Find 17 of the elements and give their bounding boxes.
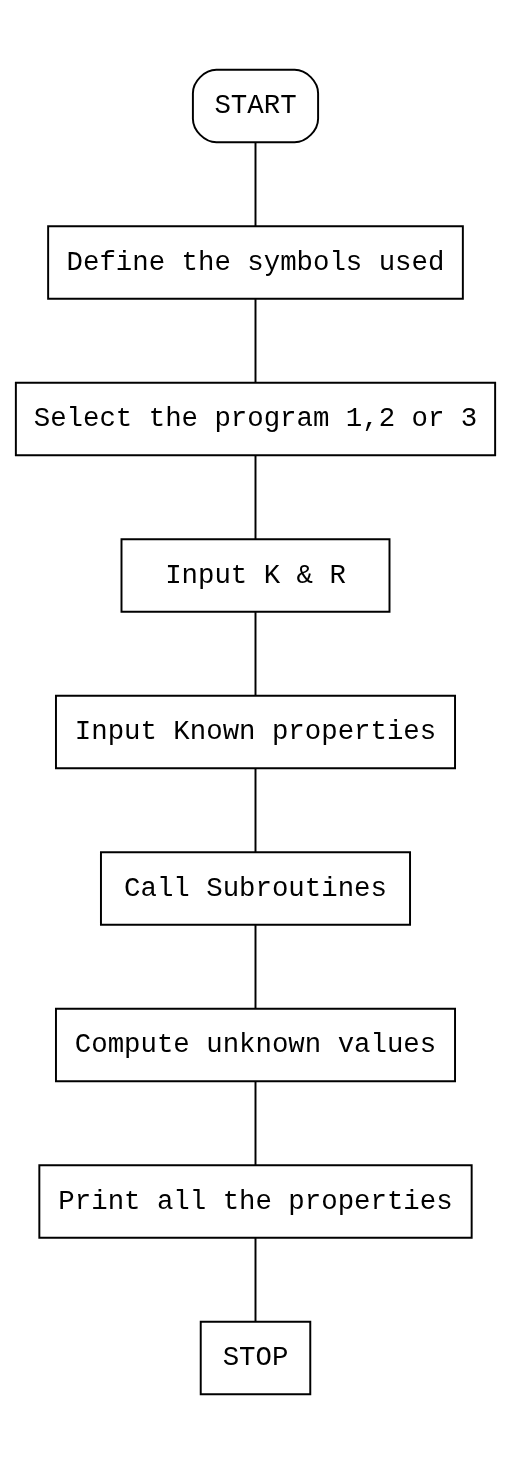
connector bbox=[254, 611, 257, 697]
node-box: Input Known properties bbox=[55, 694, 456, 770]
connector bbox=[254, 454, 257, 541]
node-box: Call Subroutines bbox=[99, 851, 412, 926]
connector bbox=[254, 1237, 257, 1323]
connector bbox=[254, 141, 257, 228]
node-box: STOP bbox=[199, 1320, 312, 1396]
node-box: START bbox=[191, 68, 320, 144]
node-box: Print all the properties bbox=[38, 1164, 473, 1239]
node-box: Compute unknown values bbox=[55, 1007, 456, 1083]
node-box: Input K & R bbox=[120, 538, 391, 613]
connector bbox=[254, 298, 257, 384]
connector bbox=[254, 767, 257, 854]
node-box: Select the program 1,2 or 3 bbox=[14, 381, 497, 457]
connector bbox=[254, 924, 257, 1010]
connector bbox=[254, 1080, 257, 1166]
node-box: Define the symbols used bbox=[47, 225, 464, 300]
